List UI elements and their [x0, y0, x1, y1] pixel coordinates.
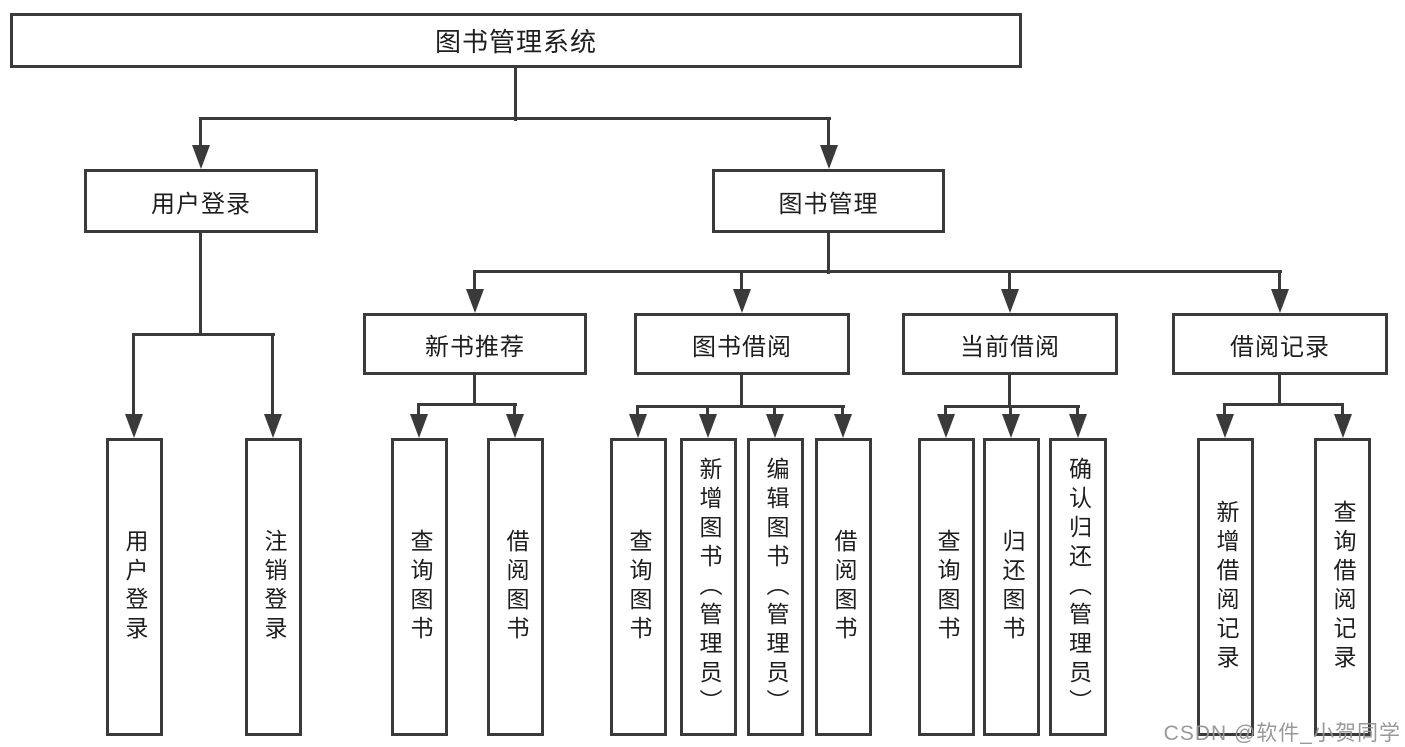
connector-line: [417, 403, 517, 406]
connector-line: [841, 405, 844, 416]
node-label: 借阅图书: [831, 529, 857, 645]
node-label: 用户登录: [151, 190, 251, 218]
leaf-return-book: 归还图书: [983, 438, 1040, 736]
connector-line: [1008, 375, 1011, 408]
node-label: 编辑图书（管理员）: [763, 456, 789, 718]
connector-line: [1278, 375, 1281, 406]
connector-line: [1223, 403, 1344, 406]
node-label: 查询图书: [407, 529, 433, 645]
down-arrow-icon: [1069, 414, 1087, 438]
connector-line: [1341, 403, 1344, 416]
node-label: 查询借阅记录: [1330, 500, 1356, 674]
down-arrow-icon: [937, 414, 955, 438]
leaf-borrow-books: 借阅图书: [815, 438, 872, 736]
connector-line: [636, 405, 845, 408]
node-book-management: 图书管理: [712, 169, 945, 233]
node-current-borrowing: 当前借阅: [902, 313, 1118, 375]
down-arrow-icon: [1271, 289, 1289, 313]
leaf-query-books-current: 查询图书: [918, 438, 975, 736]
down-arrow-icon: [733, 289, 751, 313]
leaf-query-borrow-record: 查询借阅记录: [1314, 438, 1371, 736]
leaf-query-books-recommend: 查询图书: [391, 438, 448, 736]
connector-line: [473, 270, 1282, 273]
connector-line: [1008, 270, 1011, 291]
down-arrow-icon: [820, 145, 838, 169]
connector-line: [827, 117, 830, 147]
down-arrow-icon: [125, 414, 143, 438]
node-label: 归还图书: [999, 529, 1025, 645]
down-arrow-icon: [264, 414, 282, 438]
connector-line: [706, 405, 709, 416]
node-new-book-recommendation: 新书推荐: [363, 313, 587, 375]
node-label: 当前借阅: [960, 333, 1060, 361]
node-label: 注销登录: [261, 529, 287, 645]
leaf-logout: 注销登录: [245, 438, 302, 736]
node-borrowing-records: 借阅记录: [1172, 313, 1388, 375]
down-arrow-icon: [410, 414, 428, 438]
leaf-borrow-books-recommend: 借阅图书: [487, 438, 544, 736]
node-user-login: 用户登录: [84, 169, 318, 233]
node-label: 新书推荐: [425, 333, 525, 361]
node-label: 图书管理: [778, 190, 879, 218]
node-label: 图书借阅: [692, 333, 792, 361]
leaf-add-borrow-record: 新增借阅记录: [1197, 438, 1254, 736]
down-arrow-icon: [1002, 414, 1020, 438]
connector-line: [473, 270, 476, 291]
connector-line: [827, 233, 830, 274]
down-arrow-icon: [699, 414, 717, 438]
connector-line: [473, 375, 476, 406]
node-label: 借阅记录: [1230, 333, 1330, 361]
node-label: 查询图书: [626, 529, 652, 645]
node-library-management-system: 图书管理系统: [10, 13, 1022, 68]
csdn-watermark: CSDN @软件_小贺同学: [1163, 722, 1401, 745]
connector-line: [199, 117, 202, 147]
connector-line: [1223, 403, 1226, 416]
connector-line: [944, 405, 947, 416]
down-arrow-icon: [506, 414, 524, 438]
connector-line: [132, 333, 135, 416]
connector-line: [199, 117, 831, 120]
down-arrow-icon: [1001, 289, 1019, 313]
connector-line: [944, 405, 1080, 408]
down-arrow-icon: [1216, 414, 1234, 438]
connector-line: [513, 403, 516, 416]
connector-line: [1009, 405, 1012, 416]
connector-line: [199, 233, 202, 336]
node-label: 确认归还（管理员）: [1065, 456, 1092, 718]
down-arrow-icon: [1334, 414, 1352, 438]
connector-line: [1278, 270, 1281, 291]
down-arrow-icon: [466, 289, 484, 313]
leaf-add-book-admin: 新增图书（管理员）: [680, 438, 737, 736]
connector-line: [636, 405, 639, 416]
leaf-confirm-return-admin: 确认归还（管理员）: [1049, 438, 1107, 736]
node-book-borrowing: 图书借阅: [634, 313, 850, 375]
node-label: 用户登录: [122, 529, 148, 645]
node-label: 新增图书（管理员）: [696, 456, 722, 718]
leaf-edit-book-admin: 编辑图书（管理员）: [747, 438, 804, 736]
down-arrow-icon: [766, 414, 784, 438]
node-label: 借阅图书: [503, 529, 529, 645]
node-label: 图书管理系统: [434, 27, 597, 57]
down-arrow-icon: [834, 414, 852, 438]
node-label: 查询图书: [934, 529, 960, 645]
connector-line: [740, 270, 743, 291]
connector-line: [1076, 405, 1079, 416]
connector-line: [271, 333, 274, 416]
down-arrow-icon: [629, 414, 647, 438]
connector-line: [740, 375, 743, 408]
leaf-user-login: 用户登录: [106, 438, 163, 736]
connector-line: [514, 68, 517, 121]
connector-line: [132, 333, 275, 336]
node-label: 新增借阅记录: [1213, 500, 1239, 674]
leaf-query-books-borrow: 查询图书: [610, 438, 667, 736]
connector-line: [417, 403, 420, 416]
connector-line: [773, 405, 776, 416]
down-arrow-icon: [192, 145, 210, 169]
